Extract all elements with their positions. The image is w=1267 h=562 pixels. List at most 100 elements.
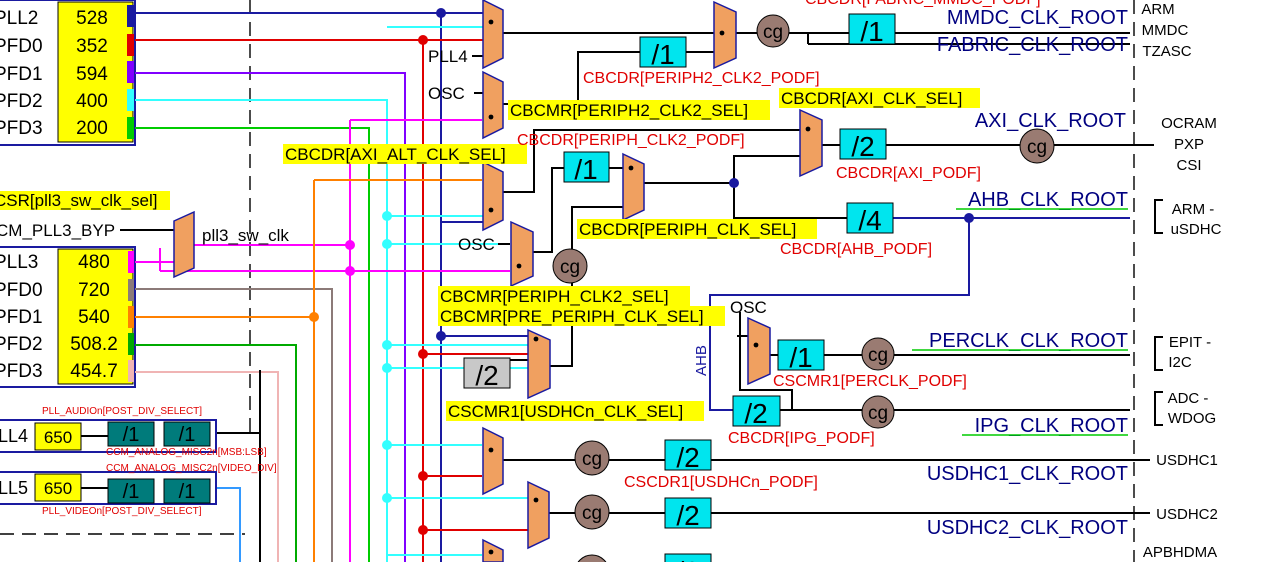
pll5-top-note: CCM_ANALOG_MISC2n[VIDEO_DIV] [106,463,277,474]
source-value: 200 [76,118,108,139]
pll2-value-box [57,1,134,143]
ipg-podf-label: CBCDR[IPG_PODF] [728,430,875,447]
perclk-clk-root-label: PERCLK_CLK_ROOT [929,330,1128,352]
usdhc-clk-sel-label: CSCMR1[USDHCn_CLK_SEL] [448,402,683,421]
pll4-top-note: PLL_AUDIOn[POST_DIV_SELECT] [42,406,202,417]
osc-input-label: OSC [730,298,767,317]
perclk-podf-label: CSCMR1[PERCLK_PODF] [773,373,967,390]
periph-clk-sel-label: CBCDR[PERIPH_CLK_SEL] [579,220,796,239]
source-value: 720 [78,280,110,301]
pll4-bottom-note: CCM_ANALOG_MISC2n[MSB:LSB] [106,447,267,458]
consumer-apbhdma: APBHDMA [1143,544,1217,561]
gate-label: cg [868,345,888,366]
usdhc2-mux [527,480,550,550]
consumer-i2c: I2C [1168,354,1192,371]
perclk-divider: /1 [789,342,812,373]
fabric-clk-root-label: FABRIC_CLK_ROOT [937,34,1128,56]
ahb-podf-label: CBCDR[AHB_PODF] [780,241,932,258]
select-label: CSR[pll3_sw_clk_sel] [0,191,157,210]
source-label: PFD3 [0,361,43,382]
gate-label: cg [560,257,580,278]
bypass-label: CM_PLL3_BYP [0,221,115,240]
pll4-div2: /1 [179,424,196,446]
periph-gate [552,248,588,284]
pll5-div1: /1 [123,481,140,503]
periph-clk2-divider: /1 [574,154,597,185]
periph-clk2-podf-label: CBCDR[PERIPH_CLK2_PODF] [517,132,745,149]
axi-mux [799,108,823,178]
pll4-input-label: PLL4 [428,47,468,66]
pre-usdhc-divider: /2 [475,360,498,391]
mmdc-gate [756,14,790,48]
ipg-clk-root-label: IPG_CLK_ROOT [975,415,1128,437]
dividers: /1 /1 /2 /1 /4 /1 /2 /2 /2 /2 /2 [463,13,896,562]
osc-input-label: OSC [458,235,495,254]
consumer-ocram: OCRAM [1161,115,1217,132]
periph-clk2-sel-label: CBCMR[PERIPH_CLK2_SEL] [440,287,669,306]
pll3-sw-mux [173,210,195,279]
ipg-gate [861,395,895,429]
source-label: PLL3 [0,252,38,273]
pll5-bottom-note: PLL_VIDEOn[POST_DIV_SELECT] [42,506,202,517]
mux-select-dots [488,19,811,555]
ipg-divider: /2 [744,398,767,429]
source-value: 454.7 [70,361,118,382]
pll5-label: LL5 [0,478,28,498]
source-value: 352 [76,36,108,57]
axi-alt-mux [482,160,504,232]
junction-dots [309,8,446,535]
gate-label: cg [582,449,602,470]
periph-clk2-mux [510,220,534,288]
pll2-source-group: PLL2 PFD0 PFD1 PFD2 PFD3 528 352 594 400… [0,0,136,146]
perclk-gate [861,337,895,371]
perclk-mux [747,316,771,386]
consumer-usdhc2: USDHC2 [1156,506,1218,523]
axi-clk-sel-label: CBCDR[AXI_CLK_SEL] [781,89,962,108]
usdhc2-gate [574,494,610,530]
black-wires [472,32,1163,514]
usdhc1-clk-root-label: USDHC1_CLK_ROOT [927,463,1128,485]
consumer-tzasc: TZASC [1142,43,1191,60]
select-label-bg [0,191,170,210]
consumer-epit: EPIT - [1169,334,1211,351]
usdhc1-mux [482,426,504,496]
source-value: 528 [76,8,108,29]
pll4-block: LL4 650 /1 /1 PLL_AUDIOn[POST_DIV_SELECT… [0,406,267,458]
gate-label: cg [868,403,888,424]
mmdc-mux [713,0,737,70]
fabric-mmdc-podf-label: CBCDR[FABRIC_MMDC_PODF] [805,0,1041,8]
periph2-clk2-divider: /1 [651,39,674,70]
pll5-block: LL5 650 /1 /1 CCM_ANALOG_MISC2n[VIDEO_DI… [0,463,277,517]
source-label: PFD2 [0,334,43,355]
divider-field-labels: CBCDR[FABRIC_MMDC_PODF] CBCDR[PERIPH2_CL… [517,0,1041,491]
clock-root-labels: MMDC_CLK_ROOT FABRIC_CLK_ROOT AXI_CLK_RO… [927,7,1128,539]
source-label: PFD3 [0,118,43,139]
usdhc-podf-label: CSCDR1[USDHCn_PODF] [624,474,818,491]
pll4-label: LL4 [0,426,28,446]
pll3-switch-mux: CSR[pll3_sw_clk_sel] CM_PLL3_BYP pll3_sw… [0,191,289,279]
periph2-clk2-mux [482,70,504,140]
source-label: PFD0 [0,36,43,57]
osc-input-label: OSC [428,84,465,103]
pre-periph-mux [527,328,551,400]
source-label: PFD1 [0,64,43,85]
ahb-clk-root-label: AHB_CLK_ROOT [968,189,1128,211]
usdhc1-gate [574,440,610,476]
pll3-sw-clk-label: pll3_sw_clk [202,226,289,245]
gate-label: cg [582,503,602,524]
usdhc2-clk-root-label: USDHC2_CLK_ROOT [927,517,1128,539]
periph2-clk2-podf-label: CBCDR[PERIPH2_CLK2_PODF] [583,70,820,87]
consumer-wdog: WDOG [1168,410,1216,427]
source-label: PFD1 [0,307,43,328]
muxes [482,0,823,562]
gate-label: cg [1027,137,1047,158]
source-label: PFD2 [0,91,43,112]
pll3-source-group: PLL3 PFD0 PFD1 PFD2 PFD3 480 720 540 508… [0,246,136,388]
ahb-wires [709,217,1130,411]
periph-junction [729,178,739,188]
source-value: 594 [76,64,108,85]
pll5-value: 650 [44,479,72,498]
usdhc2-divider: /2 [676,500,699,531]
consumer-labels: ARM MMDC TZASC OCRAM PXP CSI ARM - uSDHC… [1141,1,1221,561]
